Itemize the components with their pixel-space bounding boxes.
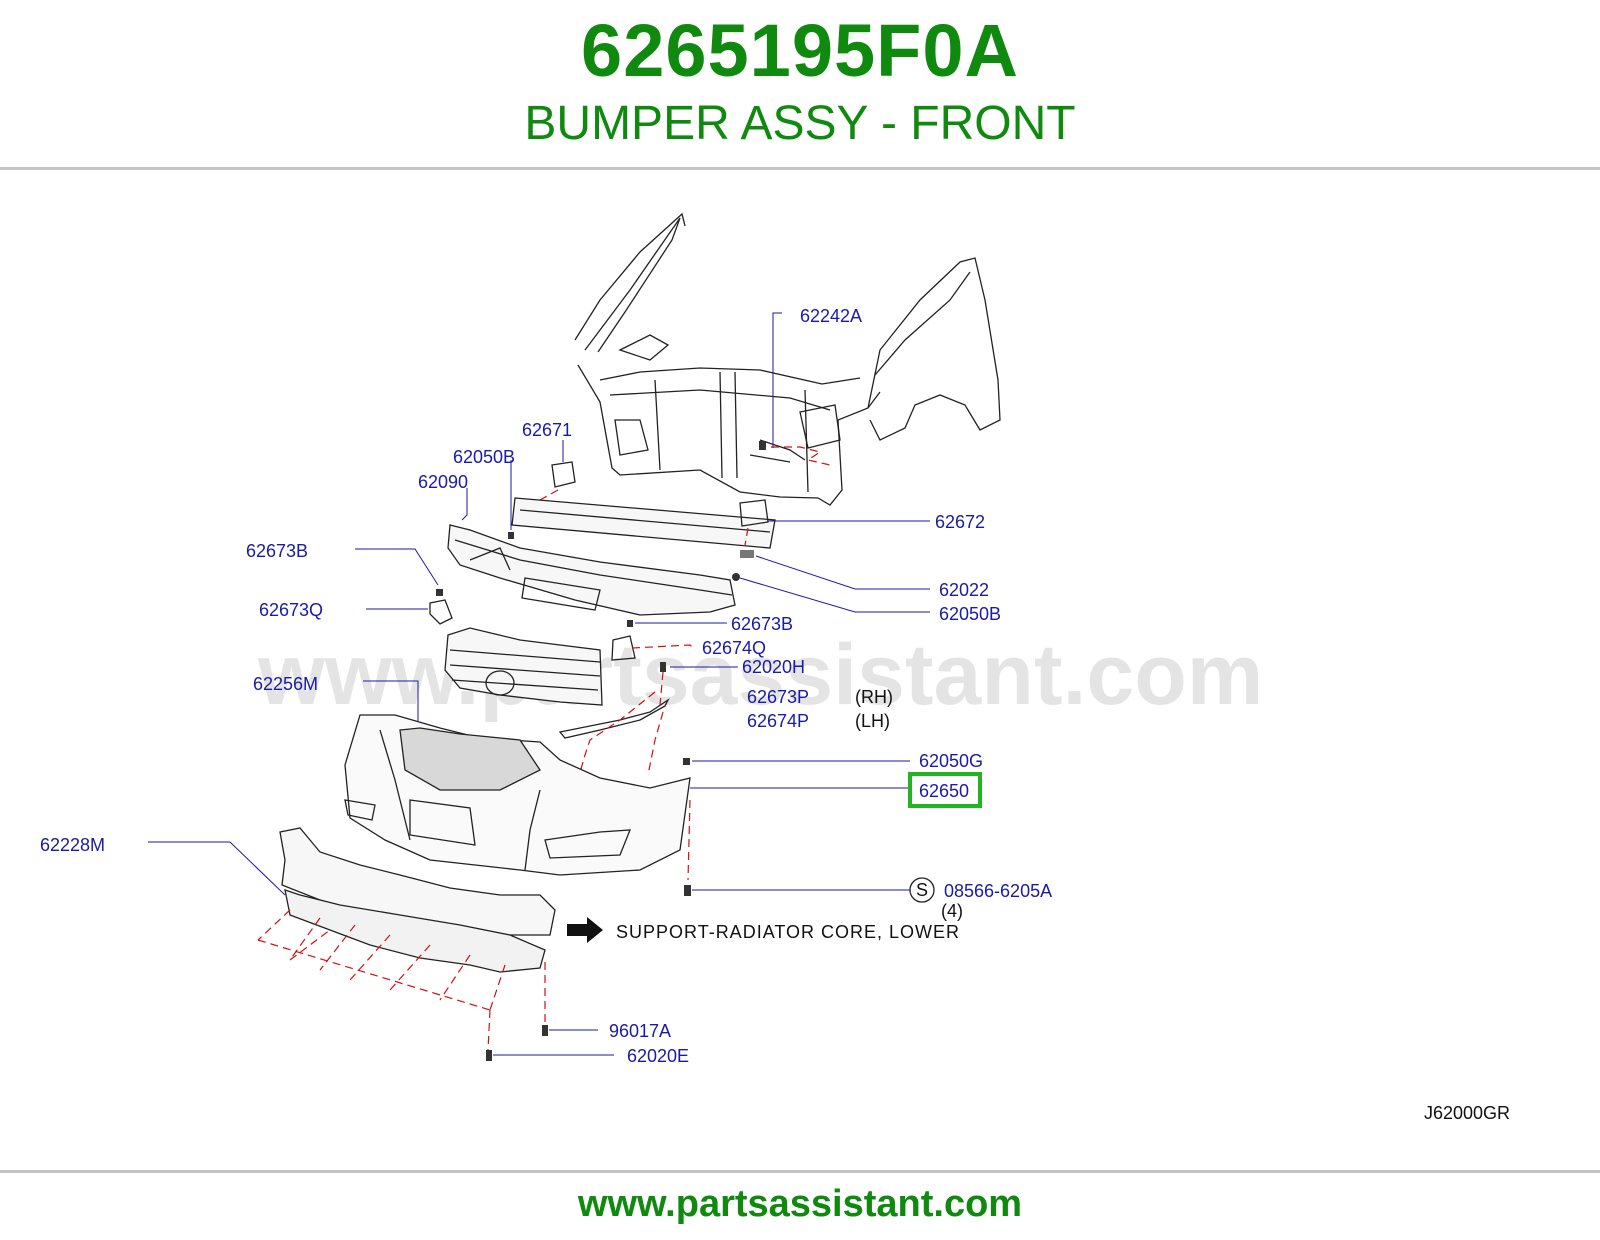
callout-62673P-side: (RH) bbox=[855, 687, 893, 707]
callout-62020H[interactable]: 62020H bbox=[742, 657, 805, 677]
callout-62671[interactable]: 62671 bbox=[522, 420, 572, 440]
highlight-box-62650 bbox=[908, 772, 982, 808]
callout-62674P-side: (LH) bbox=[855, 711, 890, 731]
callout-62050G[interactable]: 62050G bbox=[919, 751, 983, 771]
diagram-code: J62000GR bbox=[1424, 1103, 1510, 1123]
callout-62650[interactable]: 62650 bbox=[919, 781, 969, 801]
callout-62050B-top[interactable]: 62050B bbox=[453, 447, 515, 467]
footer-url-link[interactable]: www.partsassistant.com bbox=[577, 1183, 1023, 1225]
clips-62673B-62673Q bbox=[355, 548, 453, 625]
callout-62674P[interactable]: 62674P bbox=[747, 711, 809, 731]
exploded-parts-diagram: www.partsassistant.com bbox=[0, 170, 1600, 1170]
diagram-canvas: www.partsassistant.com bbox=[40, 212, 1510, 1123]
footer-divider bbox=[0, 1170, 1600, 1173]
callout-62022[interactable]: 62022 bbox=[939, 580, 989, 600]
part-number-title: 6265195F0A bbox=[581, 9, 1019, 92]
callout-62673B-mid[interactable]: 62673B bbox=[731, 614, 793, 634]
s-symbol-circle bbox=[909, 877, 935, 903]
support-radiator-note: SUPPORT-RADIATOR CORE, LOWER bbox=[616, 922, 960, 942]
callout-08566-6205A[interactable]: 08566-6205A bbox=[944, 881, 1052, 901]
support-radiator-core-arrow bbox=[567, 917, 603, 943]
callout-62020E[interactable]: 62020E bbox=[627, 1046, 689, 1066]
bumper-fascia-62650 bbox=[344, 714, 910, 876]
clip-62050B-top bbox=[508, 460, 514, 539]
part-name-subtitle: BUMPER ASSY - FRONT bbox=[524, 97, 1076, 150]
callout-62228M[interactable]: 62228M bbox=[40, 835, 105, 855]
callout-62256M[interactable]: 62256M bbox=[253, 674, 318, 694]
fasteners-96017A-62020E bbox=[486, 1025, 614, 1061]
callout-08566-qty: (4) bbox=[941, 901, 963, 921]
callout-62672[interactable]: 62672 bbox=[935, 512, 985, 532]
lower-cover-62228M bbox=[148, 827, 556, 1051]
header: 6265195F0A BUMPER ASSY - FRONT bbox=[0, 0, 1600, 168]
callout-62673B-left[interactable]: 62673B bbox=[246, 541, 308, 561]
callout-96017A[interactable]: 96017A bbox=[609, 1021, 671, 1041]
callout-62673P[interactable]: 62673P bbox=[747, 687, 809, 707]
bracket-62672 bbox=[739, 499, 930, 546]
callout-62050B-right[interactable]: 62050B bbox=[939, 604, 1001, 624]
grille-62256M bbox=[363, 627, 603, 725]
callout-s-symbol: S bbox=[916, 880, 928, 900]
callout-62674Q[interactable]: 62674Q bbox=[702, 638, 766, 658]
clip-62050G bbox=[683, 758, 910, 765]
radiator-core-support-drawing bbox=[574, 212, 1001, 506]
clips-62673B-62674Q-mid bbox=[611, 620, 727, 661]
clips-62022-62050B-right bbox=[732, 550, 930, 613]
callout-62673Q[interactable]: 62673Q bbox=[259, 600, 323, 620]
screw-08566-6205A bbox=[684, 799, 935, 903]
callout-62090[interactable]: 62090 bbox=[418, 472, 468, 492]
reinforcement-62090 bbox=[447, 488, 776, 616]
watermark-text: www.partsassistant.com bbox=[257, 627, 1263, 723]
bolt-62242A bbox=[759, 312, 831, 466]
callout-62242A[interactable]: 62242A bbox=[800, 306, 862, 326]
clips-62020H-62673P-62674P bbox=[558, 662, 738, 791]
header-divider bbox=[0, 167, 1600, 170]
